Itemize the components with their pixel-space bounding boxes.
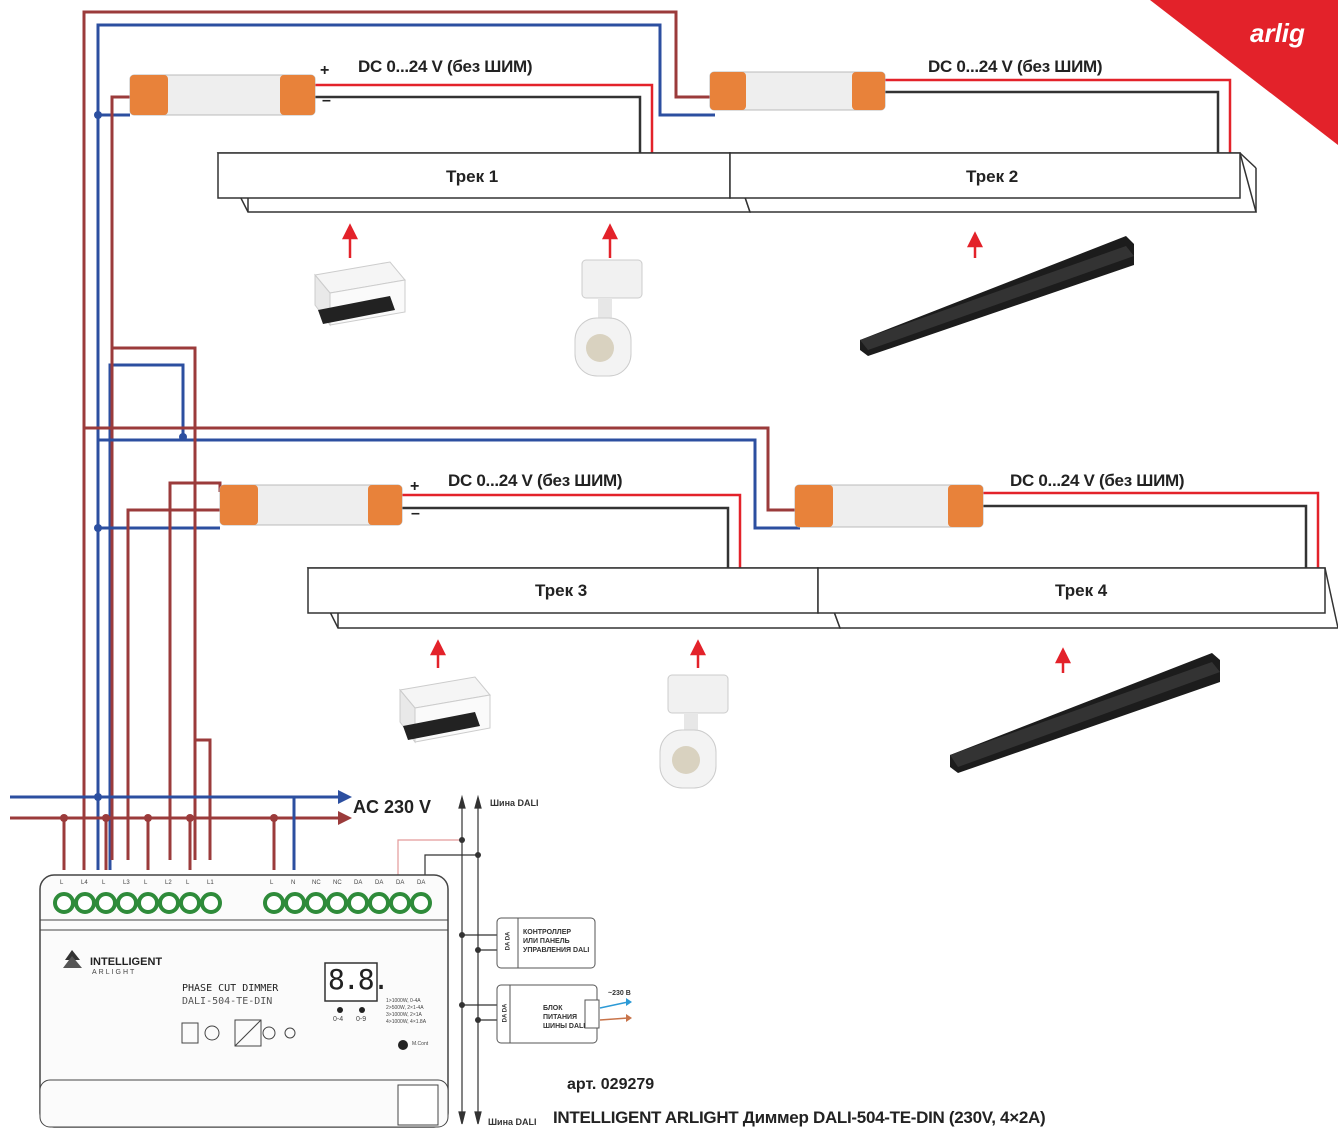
dimmer-mode-text: 1>1000W, 0-4A 2>500W, 2×1-4A 3>1000W, 2×… — [386, 998, 427, 1025]
dimmer-btn-left: 0-4 — [333, 1016, 344, 1023]
terminal-screw — [410, 892, 432, 914]
terminal-label: DA — [417, 880, 426, 886]
track-3-label: Трек 3 — [535, 581, 588, 600]
controller-side: DA DA — [505, 931, 512, 951]
terminal-label: L3 — [123, 880, 130, 886]
terminal-label: L — [144, 880, 148, 886]
controller-line2: ИЛИ ПАНЕЛЬ — [523, 938, 570, 945]
dimmer-brand-sub: ARLIGHT — [92, 969, 137, 976]
track-1-label: Трек 1 — [446, 167, 499, 186]
psu-2 — [709, 71, 886, 111]
psu-1-minus: – — [322, 92, 331, 109]
terminal-label: DA — [375, 880, 384, 886]
dali-psu-box — [496, 984, 632, 1044]
track-4-label: Трек 4 — [1055, 581, 1108, 600]
dimmer-device — [39, 874, 449, 1128]
terminal-label: NC — [312, 880, 321, 886]
terminal-screw — [116, 892, 138, 914]
terminal-label: L1 — [207, 880, 214, 886]
junction-dots — [94, 111, 187, 801]
psu-1-plus: + — [320, 62, 330, 79]
dali-psu-side: DA DA — [502, 1003, 509, 1023]
dimmer-display: 8.8. — [328, 963, 389, 996]
psu-1-label: DC 0...24 V (без ШИМ) — [358, 57, 533, 76]
linear-light-2 — [950, 653, 1220, 773]
brand-logo — [1150, 0, 1338, 145]
terminal-label: L — [60, 880, 64, 886]
psu-1 — [129, 74, 316, 116]
terminal-screw — [284, 892, 306, 914]
terminal-screw — [368, 892, 390, 914]
track-2 — [728, 152, 1257, 213]
terminal-label: DA — [354, 880, 363, 886]
terminal-screw — [158, 892, 180, 914]
track-2-label: Трек 2 — [966, 167, 1019, 186]
psu-3-plus: + — [410, 478, 420, 495]
dimmer-mode-label: M.Cont — [412, 1041, 429, 1047]
dc-wires — [312, 78, 1320, 568]
psu-3-label: DC 0...24 V (без ШИМ) — [448, 471, 623, 490]
brand-logo-text: arlig — [1250, 18, 1305, 48]
terminal-screw — [305, 892, 327, 914]
terminal-label: L2 — [165, 880, 172, 886]
dimmer-model-line2: DALI-504-TE-DIN — [182, 996, 273, 1007]
spot-grid-light-1 — [314, 261, 406, 327]
psu-2-label: DC 0...24 V (без ШИМ) — [928, 57, 1103, 76]
dimmer-brand: INTELLIGENT — [90, 956, 163, 968]
dali-bus-top-label: Шина DALI — [490, 798, 539, 808]
dali-psu-voltage: ~230 В — [608, 990, 631, 997]
terminal-screw — [95, 892, 117, 914]
terminal-screw — [200, 892, 222, 914]
terminal-label: L4 — [81, 880, 88, 886]
psu-3-minus: – — [411, 505, 420, 522]
mains-wires — [10, 10, 800, 870]
terminal-label: L — [102, 880, 106, 886]
dali-bus-dots — [459, 837, 481, 1023]
controller-line3: УПРАВЛЕНИЯ DALI — [523, 947, 590, 954]
psu-3 — [219, 484, 403, 526]
ac-arrows — [338, 790, 352, 825]
dimmer-terminals — [53, 892, 432, 914]
spot-grid-light-2 — [399, 676, 491, 744]
terminal-label: NC — [333, 880, 342, 886]
terminal-screw — [347, 892, 369, 914]
terminal-screw — [137, 892, 159, 914]
terminal-screw — [53, 892, 75, 914]
terminal-screw — [263, 892, 285, 914]
mains-label: AC 230 V — [353, 797, 432, 817]
spot-cyl-light-2 — [659, 674, 729, 789]
track-1 — [216, 152, 752, 213]
dali-psu-line2: ПИТАНИЯ — [543, 1014, 578, 1021]
track-4 — [816, 567, 1338, 629]
junction-dots-red — [60, 814, 278, 822]
dali-bus-bottom-label: Шина DALI — [488, 1117, 537, 1127]
attach-arrows — [341, 223, 1072, 673]
terminal-label: DA — [396, 880, 405, 886]
terminal-label: L — [186, 880, 190, 886]
dimmer-btn-right: 0-9 — [356, 1016, 367, 1023]
terminal-screw — [179, 892, 201, 914]
terminal-screw — [326, 892, 348, 914]
terminal-screw — [74, 892, 96, 914]
terminal-label: N — [291, 880, 296, 886]
track-3 — [306, 567, 842, 629]
dali-psu-line1: БЛОК — [543, 1005, 563, 1012]
linear-light-1 — [860, 236, 1134, 356]
terminal-label: L — [270, 880, 274, 886]
dimmer-model-line1: PHASE CUT DIMMER — [182, 983, 279, 994]
psu-4-label: DC 0...24 V (без ШИМ) — [1010, 471, 1185, 490]
psu-4 — [794, 484, 984, 528]
dali-psu-line3: ШИНЫ DALI — [543, 1023, 586, 1030]
caption-title: INTELLIGENT ARLIGHT Диммер DALI-504-TE-D… — [553, 1108, 1046, 1127]
caption-article: арт. 029279 — [567, 1076, 655, 1093]
spot-cyl-light-1 — [574, 259, 643, 377]
terminal-screw — [389, 892, 411, 914]
controller-line1: КОНТРОЛЛЕР — [523, 929, 572, 936]
dali-controller-box — [496, 917, 596, 969]
